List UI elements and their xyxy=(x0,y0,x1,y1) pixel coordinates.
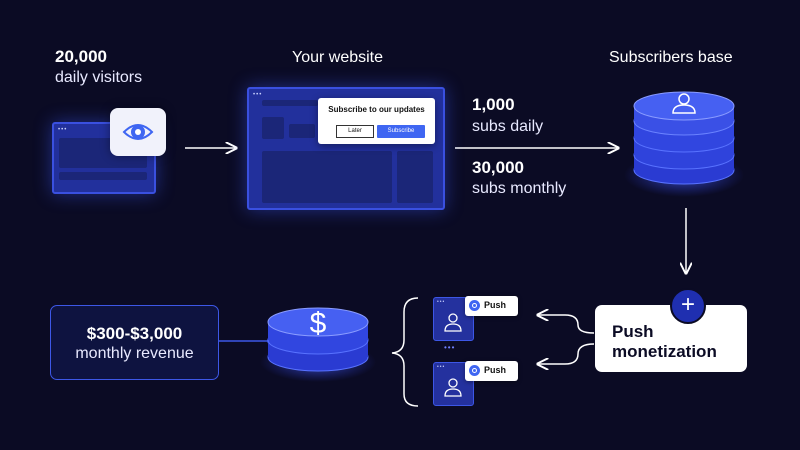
subscribe-button[interactable]: Subscribe xyxy=(377,125,425,138)
eye-badge xyxy=(110,108,166,156)
user-icon xyxy=(672,93,696,114)
revenue-label: monthly revenue xyxy=(75,345,194,362)
later-button[interactable]: Later xyxy=(336,125,374,138)
push-label: Push xyxy=(484,365,507,375)
eye-icon xyxy=(122,124,154,140)
curly-brace xyxy=(391,297,419,407)
user-icon xyxy=(444,313,462,332)
arrow-monetization-to-push-1 xyxy=(538,315,595,334)
popup-title: Subscribe to our updates xyxy=(328,105,425,114)
subscribers-stack xyxy=(624,91,744,197)
push-icon xyxy=(469,300,480,311)
subs-daily-label: subs daily xyxy=(472,118,544,135)
subscribers-base-title: Subscribers base xyxy=(609,49,733,66)
plus-icon: + xyxy=(670,288,706,324)
revenue-value: $300-$3,000 xyxy=(86,324,183,343)
subscribe-popup: Subscribe to our updates Later Subscribe xyxy=(318,98,435,144)
push-monetization-box: Push monetization xyxy=(595,305,747,372)
visitors-value: 20,000 xyxy=(55,47,107,66)
push-tag-2: Push xyxy=(465,361,518,381)
visitors-label: daily visitors xyxy=(55,69,143,86)
revenue-stack xyxy=(260,307,376,382)
revenue-box: $300-$3,000 monthly revenue xyxy=(50,305,219,380)
ellipsis: ••• xyxy=(444,343,456,352)
push-icon xyxy=(469,365,480,376)
push-label: Push xyxy=(484,300,507,310)
arrow-monetization-to-push-2 xyxy=(538,343,595,364)
website-title: Your website xyxy=(292,49,384,66)
subs-monthly-label: subs monthly xyxy=(472,180,567,197)
monetization-label: Push monetization xyxy=(612,322,717,361)
subs-monthly-value: 30,000 xyxy=(472,158,524,177)
subs-daily-value: 1,000 xyxy=(472,95,515,114)
user-icon xyxy=(444,378,462,397)
push-tag-1: Push xyxy=(465,296,518,316)
dollar-icon: $ xyxy=(310,307,327,340)
